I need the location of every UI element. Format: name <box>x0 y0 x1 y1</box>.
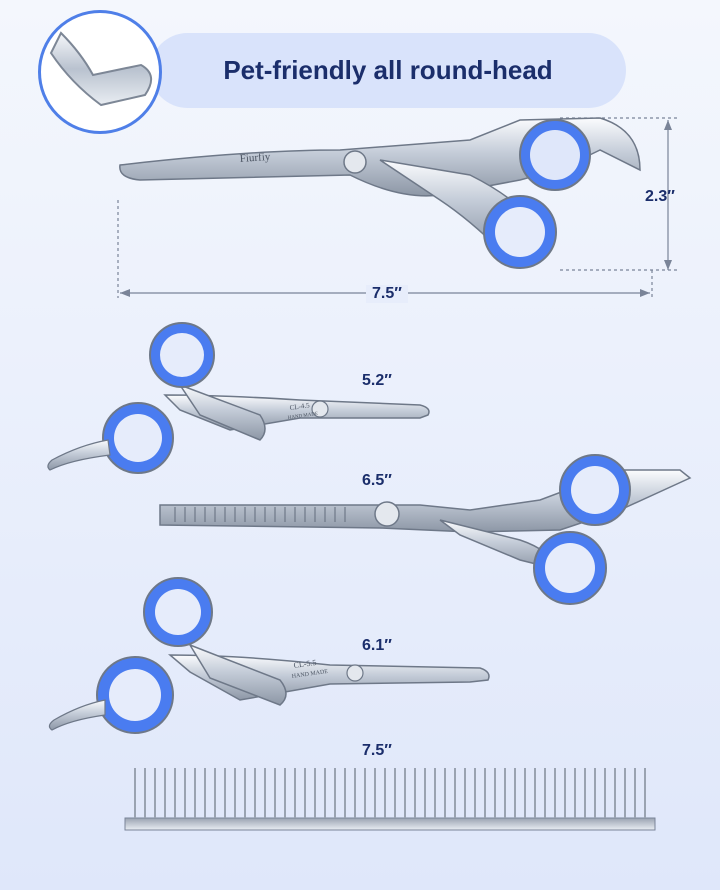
medium-scissor-size-label: 6.1″ <box>362 637 392 654</box>
small-engraving: CL-4.5 <box>289 401 310 412</box>
brand-engraving: Fiurfiy <box>239 151 271 165</box>
thinning-shears <box>159 454 692 605</box>
round-tip-zoom <box>38 10 162 134</box>
headline-banner <box>150 33 626 108</box>
small-engraving-sub: HAND MADE <box>288 412 319 421</box>
curved-scissor <box>119 117 641 269</box>
height-dimension-label: 2.3″ <box>645 188 675 205</box>
headline-text: Pet-friendly all round-head <box>223 55 553 85</box>
round-tip-image <box>49 31 152 107</box>
medium-scissor <box>48 577 490 734</box>
length-dimension-label: 7.5″ <box>366 285 408 303</box>
medium-engraving-sub: HAND MADE <box>291 669 328 680</box>
medium-engraving: CL-5.5 <box>293 658 317 670</box>
dimension-arrows <box>120 120 672 297</box>
small-scissor-size-label: 5.2″ <box>362 372 392 389</box>
comb-size-label: 7.5″ <box>362 742 392 759</box>
grooming-comb <box>124 768 656 831</box>
small-scissor <box>47 322 430 474</box>
thinning-shears-size-label: 6.5″ <box>362 472 392 489</box>
